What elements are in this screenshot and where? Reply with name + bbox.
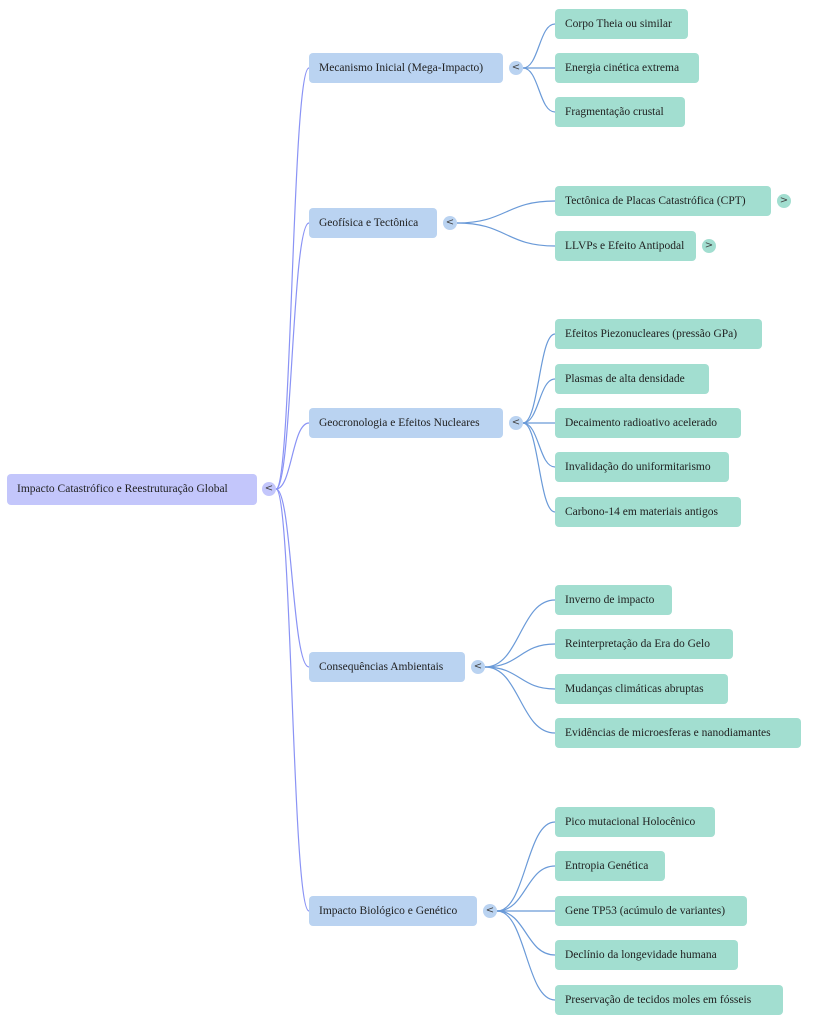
leaf-label: Carbono-14 em materiais antigos [565,506,718,518]
leaf-label: Declínio da longevidade humana [565,949,717,961]
branch-label: Mecanismo Inicial (Mega-Impacto) [319,62,484,74]
branch-leaf-connector [484,643,556,668]
branch-node-geophysics[interactable]: Geofísica e Tectônica [309,208,437,238]
root-branch-connector [275,422,310,490]
branch-node-biological[interactable]: Impacto Biológico e Genético [309,896,477,926]
leaf-node[interactable]: Declínio da longevidade humana [555,940,738,970]
leaf-node[interactable]: Reinterpretação da Era do Gelo [555,629,733,659]
branch-leaf-connector [456,222,556,247]
leaf-node[interactable]: Plasmas de alta densidade [555,364,709,394]
leaf-node[interactable]: Entropia Genética [555,851,665,881]
collapse-toggle-icon[interactable]: < [443,216,457,230]
branch-leaf-connector [496,821,556,912]
collapse-toggle-icon[interactable]: < [262,482,276,496]
leaf-node[interactable]: Efeitos Piezonucleares (pressão GPa) [555,319,762,349]
leaf-label: Decaimento radioativo acelerado [565,417,717,429]
branch-leaf-connector [522,67,556,113]
leaf-label: Entropia Genética [565,860,649,872]
branch-label: Consequências Ambientais [319,661,444,673]
expand-toggle-icon[interactable]: > [702,239,716,253]
branch-leaf-connector [496,910,556,956]
branch-leaf-connector [522,422,556,513]
leaf-label: Energia cinética extrema [565,62,680,74]
leaf-node[interactable]: Evidências de microesferas e nanodiamant… [555,718,801,748]
leaf-label: Tectônica de Placas Catastrófica (CPT) [565,195,746,207]
leaf-label: Pico mutacional Holocênico [565,816,696,828]
leaf-node[interactable]: Decaimento radioativo acelerado [555,408,741,438]
leaf-label: LLVPs e Efeito Antipodal [565,240,685,252]
root-branch-connector [275,488,310,668]
branch-node-environmental[interactable]: Consequências Ambientais [309,652,465,682]
leaf-node[interactable]: Corpo Theia ou similar [555,9,688,39]
leaf-node[interactable]: Gene TP53 (acúmulo de variantes) [555,896,747,926]
branch-leaf-connector [522,378,556,424]
leaf-node[interactable]: Invalidação do uniformitarismo [555,452,729,482]
branch-leaf-connector [496,910,556,1001]
branch-leaf-connector [522,333,556,424]
leaf-label: Inverno de impacto [565,594,655,606]
branch-leaf-connector [496,865,556,912]
branch-leaf-connector [484,599,556,668]
leaf-node[interactable]: Carbono-14 em materiais antigos [555,497,741,527]
leaf-label: Corpo Theia ou similar [565,18,672,30]
leaf-node[interactable]: Tectônica de Placas Catastrófica (CPT) [555,186,771,216]
leaf-node[interactable]: Fragmentação crustal [555,97,685,127]
branch-label: Geocronologia e Efeitos Nucleares [319,417,480,429]
collapse-toggle-icon[interactable]: < [471,660,485,674]
leaf-node[interactable]: Energia cinética extrema [555,53,699,83]
leaf-label: Invalidação do uniformitarismo [565,461,711,473]
expand-toggle-icon[interactable]: > [777,194,791,208]
branch-leaf-connector [522,422,556,468]
branch-leaf-connector [522,23,556,69]
collapse-toggle-icon[interactable]: < [509,61,523,75]
leaf-label: Mudanças climáticas abruptas [565,683,704,695]
leaf-node[interactable]: Preservação de tecidos moles em fósseis [555,985,783,1015]
branch-label: Geofísica e Tectônica [319,217,419,229]
leaf-label: Evidências de microesferas e nanodiamant… [565,727,771,739]
root-node[interactable]: Impacto Catastrófico e Reestruturação Gl… [7,474,257,505]
branch-label: Impacto Biológico e Genético [319,905,458,917]
leaf-node[interactable]: Inverno de impacto [555,585,672,615]
leaf-label: Reinterpretação da Era do Gelo [565,638,710,650]
leaf-node[interactable]: Mudanças climáticas abruptas [555,674,728,704]
leaf-label: Preservação de tecidos moles em fósseis [565,994,752,1006]
leaf-label: Fragmentação crustal [565,106,664,118]
root-branch-connector [275,222,310,490]
root-label: Impacto Catastrófico e Reestruturação Gl… [17,483,228,495]
branch-leaf-connector [484,666,556,734]
collapse-toggle-icon[interactable]: < [483,904,497,918]
branch-leaf-connector [484,666,556,690]
leaf-label: Plasmas de alta densidade [565,373,685,385]
branch-node-geochronology[interactable]: Geocronologia e Efeitos Nucleares [309,408,503,438]
root-branch-connector [275,488,310,912]
leaf-label: Gene TP53 (acúmulo de variantes) [565,905,726,917]
leaf-node[interactable]: Pico mutacional Holocênico [555,807,715,837]
collapse-toggle-icon[interactable]: < [509,416,523,430]
leaf-label: Efeitos Piezonucleares (pressão GPa) [565,328,738,340]
branch-node-mechanism[interactable]: Mecanismo Inicial (Mega-Impacto) [309,53,503,83]
root-branch-connector [275,67,310,490]
branch-leaf-connector [456,200,556,224]
leaf-node[interactable]: LLVPs e Efeito Antipodal [555,231,696,261]
